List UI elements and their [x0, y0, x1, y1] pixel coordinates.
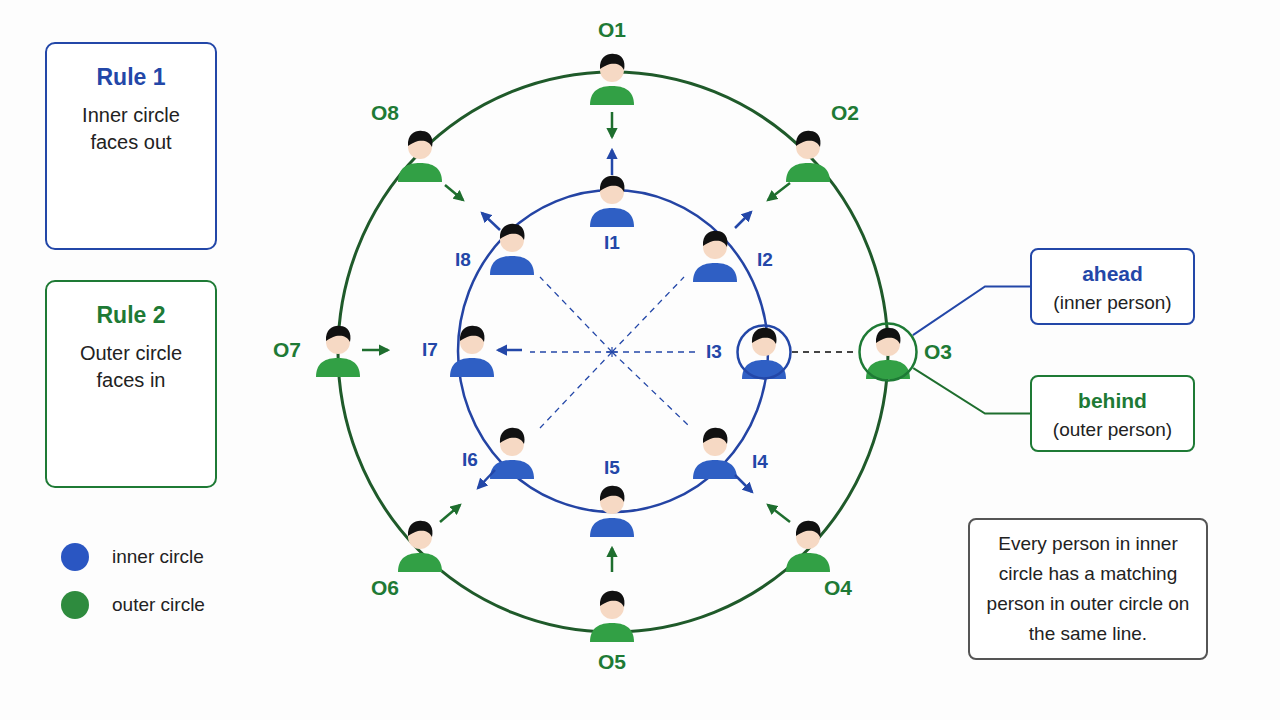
person-label: O2	[831, 101, 859, 125]
callout-box: ahead (inner person)	[1030, 248, 1195, 325]
person-icon	[590, 176, 634, 227]
person-icon	[490, 224, 534, 275]
connector-line	[913, 368, 1030, 413]
person-icon	[866, 328, 910, 379]
circle-outline	[736, 324, 792, 380]
legend-swatch	[61, 543, 89, 571]
person-icon	[398, 521, 442, 572]
person-label: I6	[462, 449, 478, 471]
callout-text: (outer person)	[1032, 419, 1193, 441]
person-label: O3	[908, 322, 968, 382]
inner-circle	[458, 190, 768, 512]
person-icon	[590, 486, 634, 537]
person-icon	[786, 521, 830, 572]
circle-shape	[860, 324, 917, 381]
person-label: O4	[824, 576, 852, 600]
facing-arrows-inner	[478, 150, 752, 492]
person-label: O8	[371, 101, 399, 125]
highlight-circle: O3	[858, 322, 918, 382]
callout-text: (inner person)	[1032, 292, 1193, 314]
person-label: O1	[598, 18, 626, 42]
outer-circle	[338, 72, 888, 632]
circle-outline	[858, 322, 918, 382]
legend-swatch	[61, 591, 89, 619]
people	[316, 54, 910, 642]
callout-title: behind	[1032, 389, 1193, 413]
highlight-circle: I3	[736, 324, 792, 380]
rule-box: Rule 1 Inner circle faces out	[45, 42, 217, 250]
center-mark	[607, 347, 617, 357]
person-label: I1	[604, 232, 620, 254]
person-label: I3	[684, 324, 744, 380]
person-icon	[786, 131, 830, 182]
person-icon	[316, 326, 360, 377]
person-label: I2	[757, 249, 773, 271]
rule-text: Outer circle faces in	[67, 340, 195, 394]
person-label: O5	[598, 650, 626, 674]
person-icon	[693, 428, 737, 479]
person-icon	[590, 591, 634, 642]
callout-box: behind (outer person)	[1030, 375, 1195, 452]
person-icon	[450, 326, 494, 377]
callout-title: ahead	[1032, 262, 1193, 286]
person-label: O7	[273, 338, 301, 362]
spoke-lines	[530, 277, 700, 428]
note-box: Every person in inner circle has a match…	[968, 518, 1208, 660]
person-label: I5	[604, 457, 620, 479]
rule-text: Inner circle faces out	[67, 102, 195, 156]
person-icon	[693, 231, 737, 282]
person-label: I4	[752, 451, 768, 473]
legend-text: inner circle	[112, 546, 204, 568]
person-icon	[590, 54, 634, 105]
person-label: O6	[371, 576, 399, 600]
person-icon	[742, 328, 786, 379]
connector-line	[913, 287, 1030, 336]
note-text: Every person in inner circle has a match…	[984, 529, 1192, 649]
rule-title: Rule 1	[47, 64, 215, 91]
person-label: I8	[455, 249, 471, 271]
circle-shape	[738, 326, 791, 379]
rule-box: Rule 2 Outer circle faces in	[45, 280, 217, 488]
person-label: I7	[422, 339, 438, 361]
person-icon	[490, 428, 534, 479]
person-icon	[398, 131, 442, 182]
facing-arrows-outer	[362, 112, 790, 572]
connector-line	[792, 351, 858, 353]
legend-text: outer circle	[112, 594, 205, 616]
rule-title: Rule 2	[47, 302, 215, 329]
